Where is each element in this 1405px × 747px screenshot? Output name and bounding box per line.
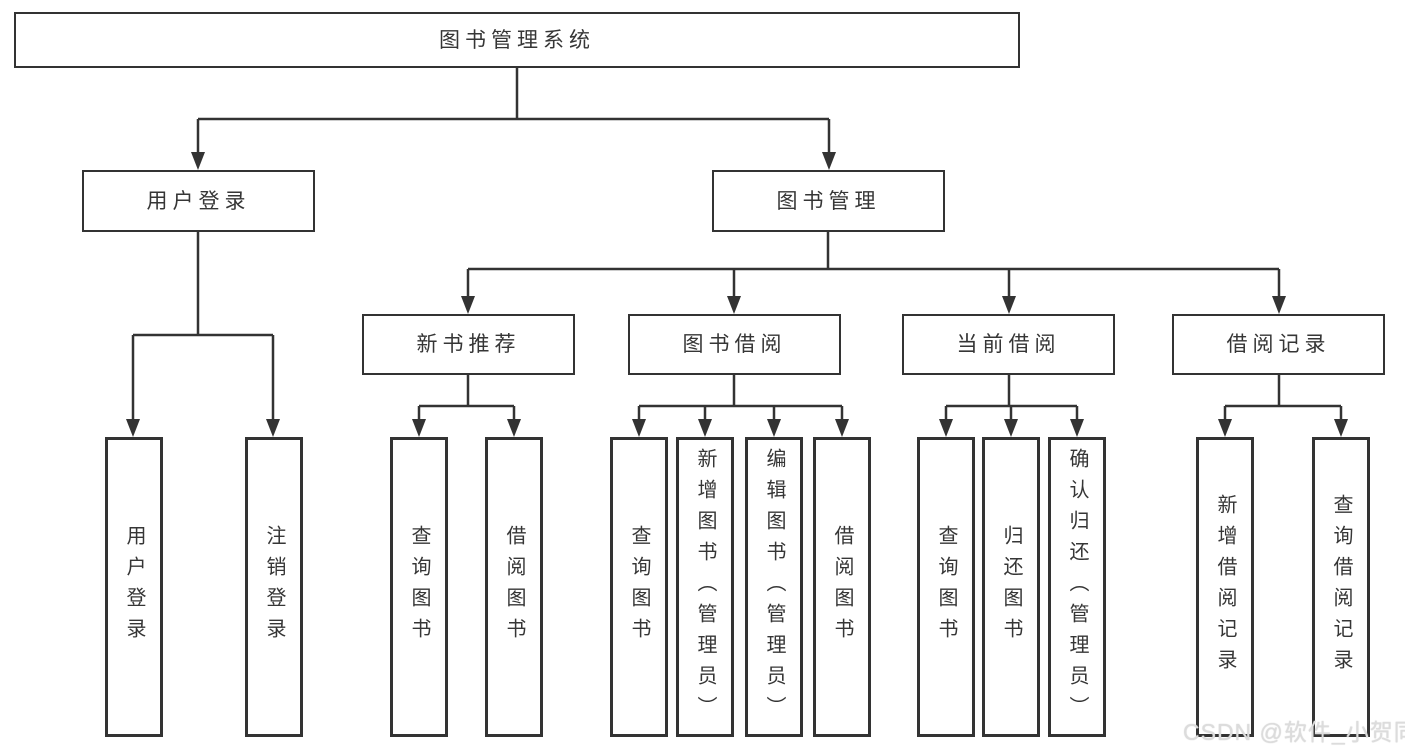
leaf-borrow-add-books-admin: 新增图书（管理员） <box>676 437 734 737</box>
node-root: 图书管理系统 <box>14 12 1020 68</box>
arrowhead-current-return <box>1004 419 1018 437</box>
leaf-borrow-borrow-books: 借阅图书 <box>813 437 871 737</box>
arrowhead-borrow-query <box>632 419 646 437</box>
leaf-borrow-query-books: 查询图书 <box>610 437 668 737</box>
connector-book-borrowing-split <box>637 375 844 421</box>
connector-root-split <box>196 68 831 154</box>
arrowhead-records-add <box>1218 419 1232 437</box>
leaf-logout: 注销登录 <box>245 437 303 737</box>
arrowhead-leaf-logout <box>266 419 280 437</box>
arrowhead-leaf-user-login <box>126 419 140 437</box>
arrowhead-to-book-borrowing <box>727 296 741 314</box>
node-user-login: 用户登录 <box>82 170 315 232</box>
node-book-borrowing: 图书借阅 <box>628 314 841 375</box>
arrowhead-to-current-borrowing <box>1002 296 1016 314</box>
connector-book-management-split <box>466 232 1281 298</box>
connector-borrowing-records-split <box>1223 375 1343 421</box>
arrowhead-borrow-borrow <box>835 419 849 437</box>
arrowhead-newbook-query <box>412 419 426 437</box>
node-new-book-recommendation: 新书推荐 <box>362 314 575 375</box>
leaf-current-return-books: 归还图书 <box>982 437 1040 737</box>
watermark: CSDN @软件_小贺同学 <box>1183 719 1405 745</box>
arrowhead-to-book-management <box>822 152 836 170</box>
arrowhead-records-query <box>1334 419 1348 437</box>
leaf-newbook-query-books: 查询图书 <box>390 437 448 737</box>
leaf-user-login: 用户登录 <box>105 437 163 737</box>
arrowhead-to-user-login <box>191 152 205 170</box>
leaf-records-query-record: 查询借阅记录 <box>1312 437 1370 737</box>
node-book-management: 图书管理 <box>712 170 945 232</box>
leaf-records-add-record: 新增借阅记录 <box>1196 437 1254 737</box>
arrowhead-to-borrowing-records <box>1272 296 1286 314</box>
leaf-borrow-edit-books-admin: 编辑图书（管理员） <box>745 437 803 737</box>
arrowhead-current-query <box>939 419 953 437</box>
connector-current-borrowing-split <box>944 375 1079 421</box>
arrowhead-borrow-add <box>698 419 712 437</box>
connector-new-book-split <box>417 375 516 421</box>
leaf-current-query-books: 查询图书 <box>917 437 975 737</box>
connector-user-login-split <box>131 232 275 421</box>
arrowhead-borrow-edit <box>767 419 781 437</box>
leaf-current-confirm-return-admin: 确认归还（管理员） <box>1048 437 1106 737</box>
arrowhead-current-confirm <box>1070 419 1084 437</box>
node-borrowing-records: 借阅记录 <box>1172 314 1385 375</box>
arrowhead-to-new-book <box>461 296 475 314</box>
node-current-borrowing: 当前借阅 <box>902 314 1115 375</box>
leaf-newbook-borrow-books: 借阅图书 <box>485 437 543 737</box>
arrowhead-newbook-borrow <box>507 419 521 437</box>
